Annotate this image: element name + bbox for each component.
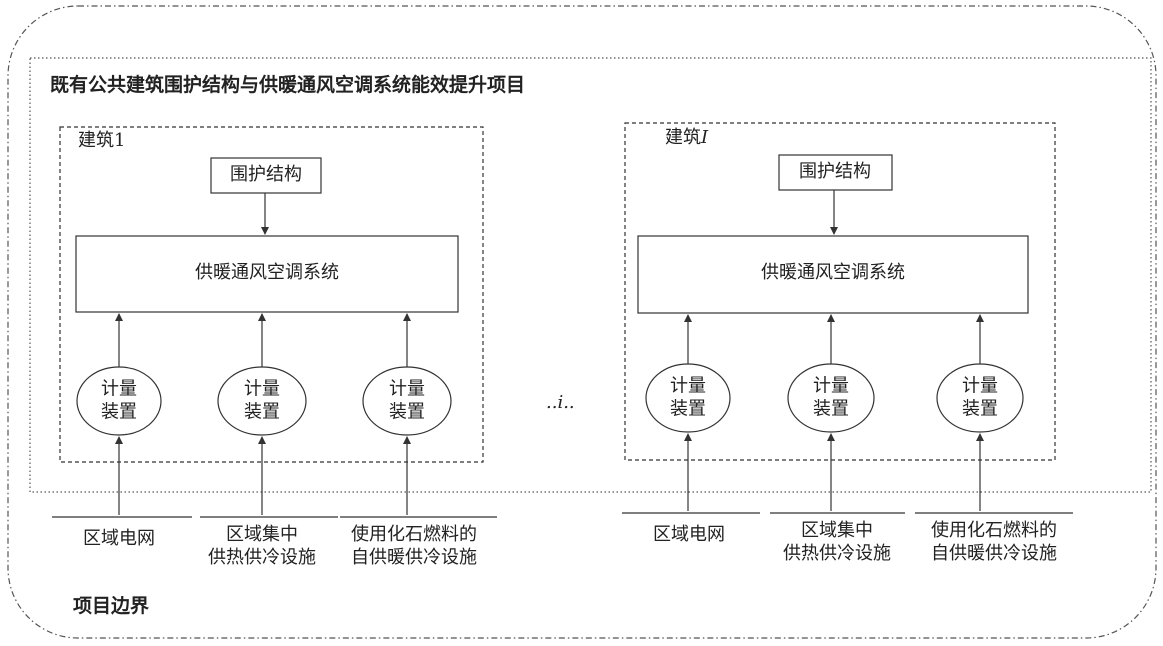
project-title: 既有公共建筑围护结构与供暖通风空调系统能效提升项目: [50, 74, 526, 96]
building-i-frame: [624, 122, 1056, 461]
building-1-source-fossil: 使用化石燃料的 自供暖供冷设施: [351, 524, 477, 569]
building-1-envelope-box: [210, 157, 322, 194]
building-1-frame: [59, 126, 484, 463]
building-1-source-grid: 区域电网: [83, 528, 155, 549]
building-i-envelope-label: 围护结构: [799, 161, 871, 182]
building-1-name: 建筑1: [78, 130, 126, 151]
building-i-meter-2-label: 计量 装置: [813, 375, 849, 420]
ellipsis-label: ..i..: [546, 392, 575, 413]
building-1-meter-1-label: 计量 装置: [101, 378, 137, 423]
building-i-source-grid: 区域电网: [653, 524, 725, 545]
building-1-meter-3-label: 计量 装置: [389, 378, 425, 423]
building-1-envelope-label: 围护结构: [230, 164, 302, 185]
building-i-hvac-box: [637, 235, 1029, 314]
building-i-meter-3-label: 计量 装置: [962, 375, 998, 420]
building-i-name: 建筑I: [665, 127, 708, 150]
building-i-name-text: 建筑I: [665, 127, 709, 148]
building-1-hvac-box: [75, 235, 459, 313]
building-i-source-fossil: 使用化石燃料的 自供暖供冷设施: [931, 520, 1057, 565]
building-i-meter-1-label: 计量 装置: [670, 375, 706, 420]
building-1-meter-2-label: 计量 装置: [244, 378, 280, 423]
boundary-label: 项目边界: [73, 595, 150, 617]
building-1-source-district: 区域集中 供热供冷设施: [208, 524, 316, 569]
project-frame: [29, 57, 1152, 493]
building-i-envelope-box: [778, 154, 893, 191]
building-1-hvac-label: 供暖通风空调系统: [195, 262, 339, 283]
project-boundary: [7, 5, 1157, 639]
building-i-hvac-label: 供暖通风空调系统: [761, 262, 905, 283]
building-i-source-district: 区域集中 供热供冷设施: [783, 520, 891, 565]
